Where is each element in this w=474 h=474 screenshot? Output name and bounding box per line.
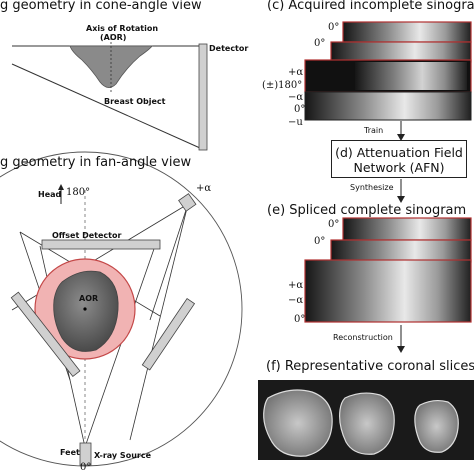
- head-label: Head: [38, 190, 62, 199]
- bottom-angle-label: 0°: [80, 462, 92, 473]
- breast-object-label: Breast Object: [104, 97, 166, 106]
- right-detector-bar: [141, 298, 196, 371]
- panel-a-diagram: [11, 34, 208, 151]
- afn-title-line2: Network (AFN): [353, 160, 445, 175]
- panel-f-slices: [258, 380, 474, 460]
- detector-label: Detector: [209, 44, 249, 53]
- coronal-slice-3: [414, 399, 459, 453]
- sino-e-tick-1: 0°: [314, 236, 326, 247]
- sino-c-slice-2: [330, 41, 472, 63]
- left-detector-bar: [10, 291, 81, 378]
- head-angle-label: 180°: [66, 187, 91, 198]
- panel-e-title: (e) Spliced complete sinogram: [267, 203, 467, 218]
- sino-c-tick-1: 0°: [314, 38, 326, 49]
- sino-c-tick-5: 0°: [294, 104, 306, 115]
- synthesize-label: Synthesize: [350, 183, 394, 192]
- sino-c-tick-3: (±)180°: [262, 80, 303, 91]
- rotation-orbit: [0, 151, 243, 467]
- afn-box: (d) Attenuation Field Network (AFN): [331, 140, 467, 178]
- aor-center-label: AOR: [79, 294, 99, 303]
- reconstruction-label: Reconstruction: [333, 333, 393, 342]
- sino-c-tick-0: 0°: [328, 22, 340, 33]
- sino-c-slice-1: [342, 21, 472, 43]
- breast-cross-section: [53, 270, 119, 352]
- cone-detector: [198, 43, 208, 151]
- offset-detector-label: Offset Detector: [52, 231, 122, 240]
- coronal-slice-2: [339, 392, 395, 455]
- offset-detector-bar: [41, 239, 161, 250]
- xray-source-label: X-ray Source: [94, 451, 151, 460]
- feet-label: Feet: [60, 448, 80, 457]
- sino-c-slice-4: [304, 91, 472, 121]
- panel-a-title: g geometry in cone-angle view: [0, 0, 202, 13]
- panel-c-title: (c) Acquired incomplete sinogram: [267, 0, 474, 13]
- sino-c-tick-4: −α: [288, 92, 304, 103]
- sino-e-slice-2: [330, 239, 472, 263]
- sino-e-tick-3: −α: [288, 295, 304, 306]
- xray-source-box: [79, 442, 92, 466]
- sino-e-slice-3: [304, 259, 472, 323]
- aor-label-line2: (AOR): [100, 33, 127, 42]
- afn-title-line1: (d) Attenuation Field: [335, 145, 463, 160]
- panel-e-sinograms: [304, 217, 472, 353]
- rotated-source-box: [178, 193, 197, 212]
- panel-f-title: (f) Representative coronal slices: [266, 359, 474, 374]
- sino-e-tick-4: 0°: [294, 314, 306, 325]
- aor-point: [83, 307, 87, 311]
- train-label: Train: [364, 126, 384, 135]
- sino-c-tick-6: −u: [288, 117, 303, 128]
- sino-e-slice-1: [342, 217, 472, 241]
- coronal-slice-1: [263, 389, 333, 457]
- panel-b-title: g geometry in fan-angle view: [0, 155, 192, 170]
- sino-c-tick-2: +α: [288, 67, 304, 78]
- panel-b-diagram: [0, 151, 243, 467]
- bottom-beam-line: [11, 63, 201, 149]
- panel-c-sinograms: [304, 21, 472, 203]
- aor-label-line1: Axis of Rotation: [86, 24, 159, 33]
- sino-e-tick-2: +α: [288, 280, 304, 291]
- alpha-label: +α: [196, 183, 212, 194]
- sino-e-tick-0: 0°: [328, 219, 340, 230]
